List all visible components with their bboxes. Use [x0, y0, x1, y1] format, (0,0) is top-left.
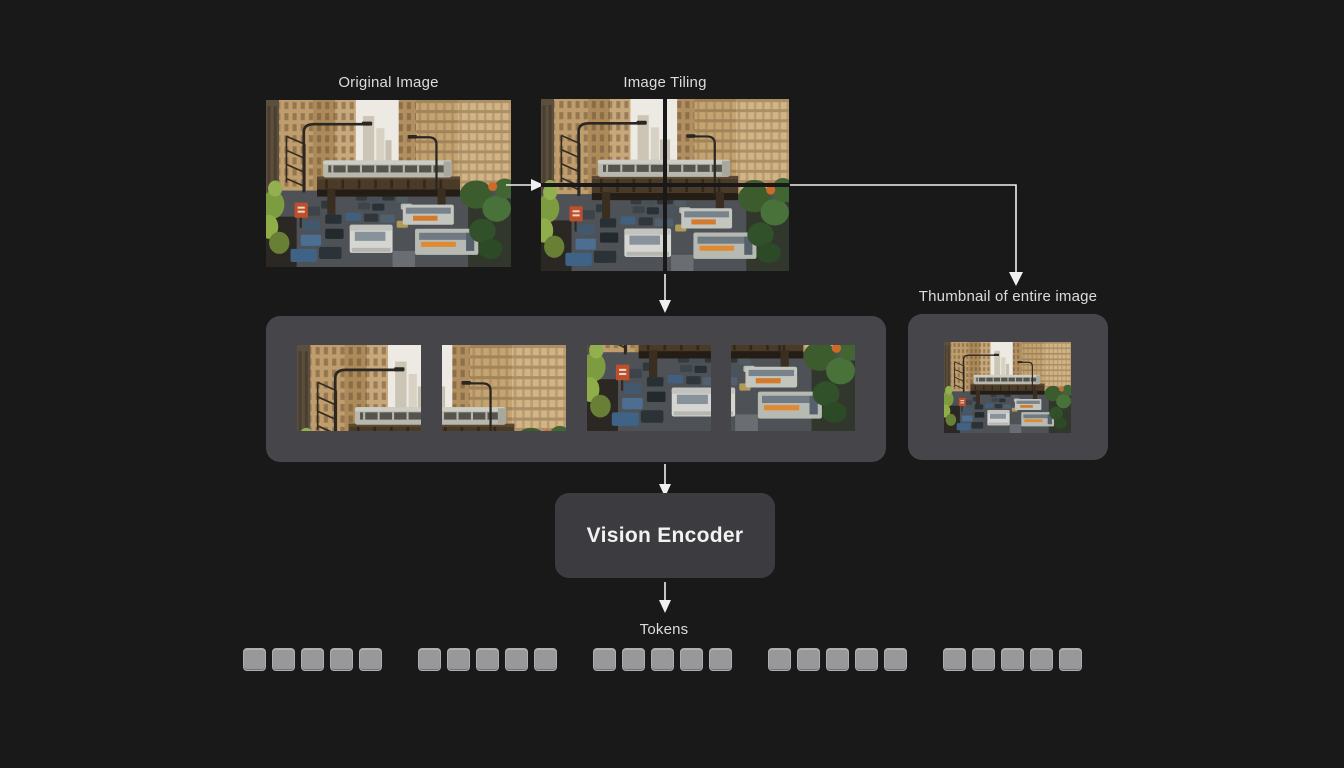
token-group: [418, 648, 557, 671]
token-square: [797, 648, 820, 671]
token-group: [943, 648, 1082, 671]
tile-thumb-bottom-left: [587, 345, 711, 431]
tile-thumb-top-left: [297, 345, 421, 431]
token-square: [1059, 648, 1082, 671]
thumbnail-label: Thumbnail of entire image: [918, 288, 1098, 305]
token-square: [622, 648, 645, 671]
token-square: [593, 648, 616, 671]
token-square: [418, 648, 441, 671]
image-tiling-label: Image Tiling: [623, 74, 707, 91]
token-group: [243, 648, 382, 671]
token-square: [447, 648, 470, 671]
token-square: [534, 648, 557, 671]
tile-top-left: [541, 99, 663, 183]
right-arrow-icon: [505, 177, 545, 193]
token-square: [272, 648, 295, 671]
tiled-image: [541, 99, 789, 271]
token-square: [768, 648, 791, 671]
token-square: [301, 648, 324, 671]
tiles-panel: [266, 316, 886, 462]
down-arrow-tiles-icon: [657, 274, 673, 314]
token-square: [855, 648, 878, 671]
token-square: [243, 648, 266, 671]
down-arrow-encoder-icon: [657, 464, 673, 498]
tile-top-right: [667, 99, 789, 183]
token-square: [884, 648, 907, 671]
token-group: [768, 648, 907, 671]
vision-encoder-label: Vision Encoder: [586, 523, 744, 547]
token-square: [651, 648, 674, 671]
token-square: [972, 648, 995, 671]
tile-bottom-left: [541, 187, 663, 271]
tile-bottom-right: [667, 187, 789, 271]
tokens-label: Tokens: [639, 621, 689, 638]
tile-thumb-bottom-right: [731, 345, 855, 431]
token-square: [505, 648, 528, 671]
token-square: [826, 648, 849, 671]
token-square: [709, 648, 732, 671]
token-square: [1030, 648, 1053, 671]
token-row: [243, 648, 1082, 671]
tile-thumb-top-right: [442, 345, 566, 431]
thumbnail-image: [944, 342, 1071, 433]
vision-encoder-box: Vision Encoder: [555, 493, 775, 578]
down-arrow-tokens-icon: [657, 582, 673, 614]
token-square: [359, 648, 382, 671]
thumbnail-panel: [908, 314, 1108, 460]
token-square: [476, 648, 499, 671]
token-square: [1001, 648, 1024, 671]
token-square: [680, 648, 703, 671]
token-square: [943, 648, 966, 671]
original-image-label: Original Image: [338, 74, 439, 91]
token-square: [330, 648, 353, 671]
token-group: [593, 648, 732, 671]
elbow-right-down-arrow-icon: [789, 178, 1029, 290]
original-image: [266, 100, 511, 267]
